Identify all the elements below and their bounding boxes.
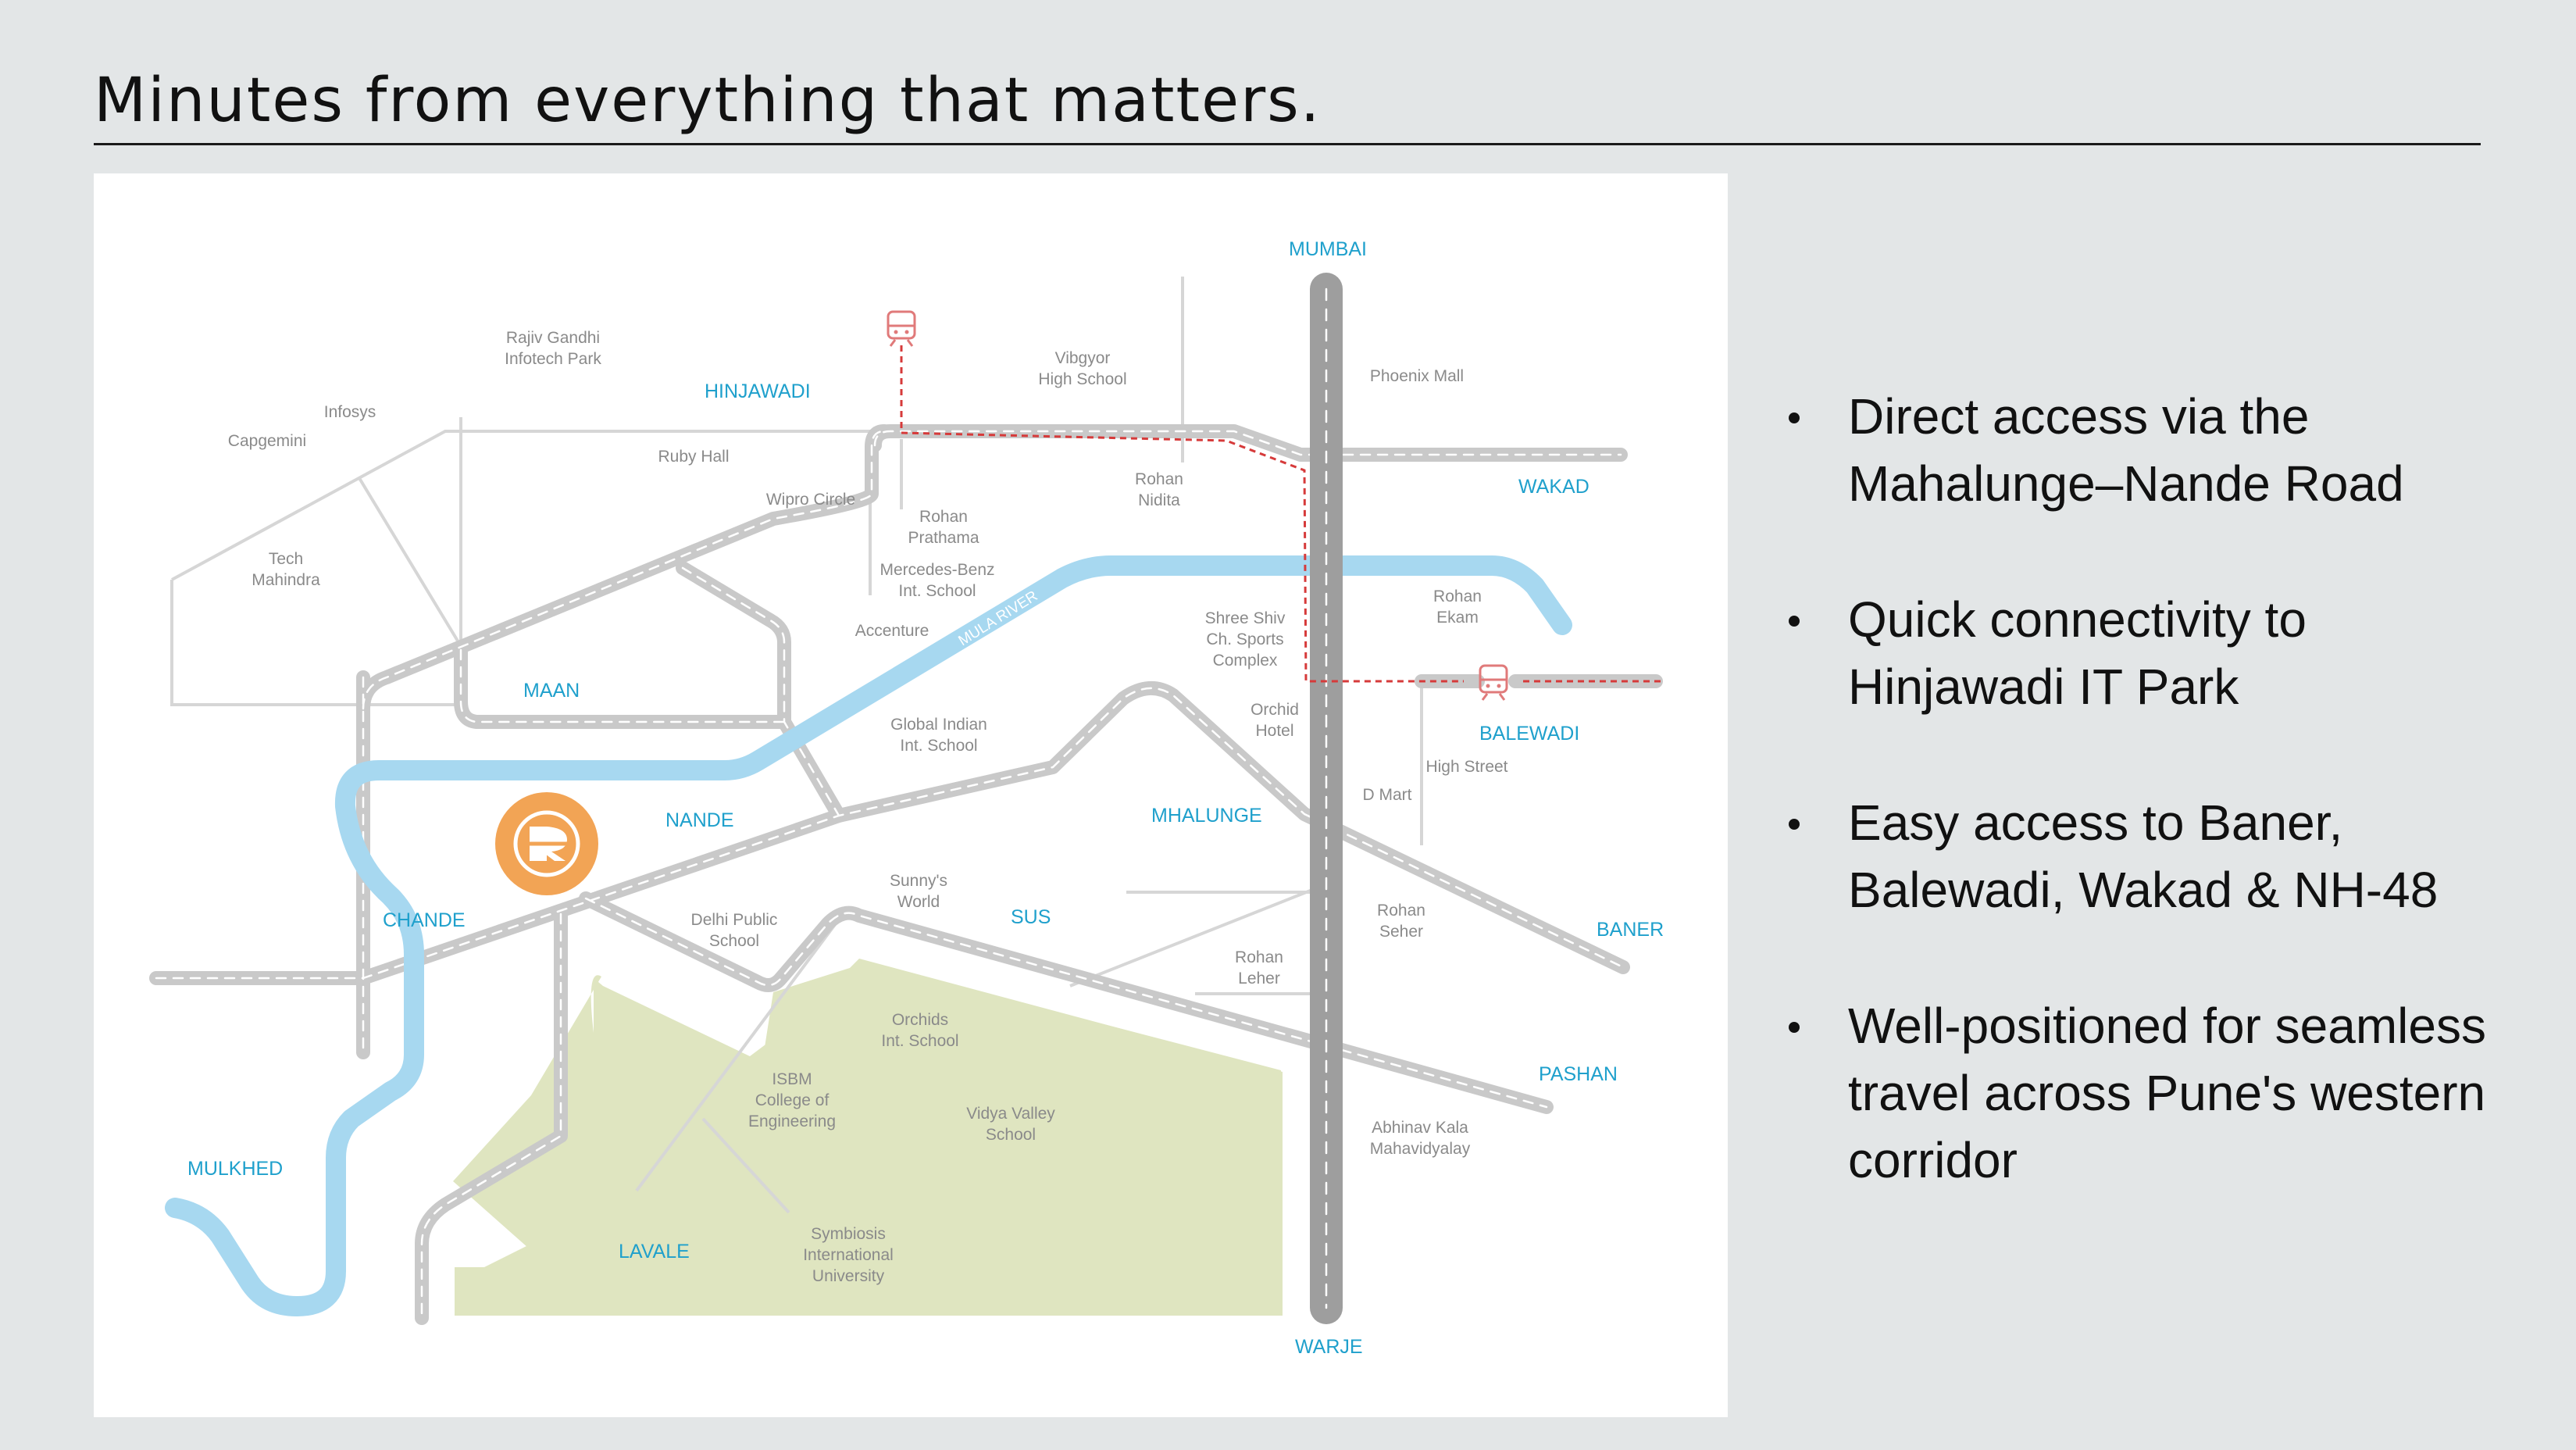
bullet-line: Direct access via the (1848, 388, 2310, 445)
metro-line (900, 345, 1662, 683)
bullet-line: Balewadi, Wakad & NH-48 (1848, 862, 2439, 918)
project-logo-icon[interactable] (495, 792, 598, 895)
bullet-item: Easy access to Baner, Balewadi, Wakad & N… (1789, 789, 2492, 923)
bullet-line: corridor (1848, 1132, 2018, 1188)
bullet-line: Well-positioned for seamless (1848, 998, 2486, 1054)
landmark-infosys: Infosys (324, 403, 376, 421)
main-roads (149, 424, 1663, 1325)
mula-river (165, 555, 1572, 1316)
area-label-lavale: LAVALE (619, 1241, 690, 1262)
landmark-ruby-hall: Ruby Hall (658, 448, 729, 466)
bullet-line: Easy access to Baner, (1848, 795, 2343, 851)
bullet-line: travel across Pune's western (1848, 1065, 2486, 1121)
area-label-balewadi: BALEWADI (1479, 723, 1579, 745)
map-canvas: MULA RIVER MULA RIVER MUMBAI HINJAWADI W… (149, 238, 1664, 1358)
area-label-chande: CHANDE (383, 909, 466, 931)
area-label-pashan: PASHAN (1539, 1063, 1618, 1085)
bullet-dot-icon (1789, 819, 1800, 830)
area-label-mhalunge: MHALUNGE (1151, 805, 1262, 827)
bullet-dot-icon (1789, 616, 1800, 627)
bullet-dot-icon (1789, 1022, 1800, 1033)
landmark-phoenix-mall: Phoenix Mall (1370, 367, 1464, 385)
bullet-item: Well-positioned for seamless travel acros… (1789, 992, 2492, 1194)
bullet-dot-icon (1789, 412, 1800, 423)
title-divider (94, 143, 2481, 145)
bullet-line: Mahalunge–Nande Road (1848, 455, 2404, 512)
area-label-wakad: WAKAD (1518, 476, 1589, 498)
landmark-accenture: Accenture (855, 622, 929, 640)
metro-train-icon (887, 310, 916, 347)
landmark-high-street: High Street (1425, 758, 1507, 776)
area-label-hinjawadi: HINJAWADI (705, 380, 811, 402)
landmark-d-mart: D Mart (1363, 786, 1412, 804)
location-map[interactable]: MULA RIVER MULA RIVER MUMBAI HINJAWADI W… (94, 173, 1728, 1417)
bullet-item: Quick connectivity to Hinjawadi IT Park (1789, 586, 2492, 720)
area-label-sus: SUS (1011, 906, 1051, 928)
area-label-warje: WARJE (1295, 1336, 1363, 1358)
landmark-capgemini: Capgemini (228, 432, 306, 450)
landmark-wipro-circle: Wipro Circle (766, 491, 855, 509)
metro-train-icon (1479, 664, 1508, 701)
bullet-line: Quick connectivity to (1848, 591, 2307, 648)
area-label-baner: BANER (1597, 919, 1664, 941)
area-label-nande: NANDE (665, 809, 734, 831)
area-label-mulkhed: MULKHED (187, 1158, 283, 1180)
area-label-maan: MAAN (523, 680, 580, 702)
page-title: Minutes from everything that matters. (94, 66, 1322, 136)
area-label-mumbai: MUMBAI (1289, 238, 1367, 260)
bullet-line: Hinjawadi IT Park (1848, 659, 2239, 715)
